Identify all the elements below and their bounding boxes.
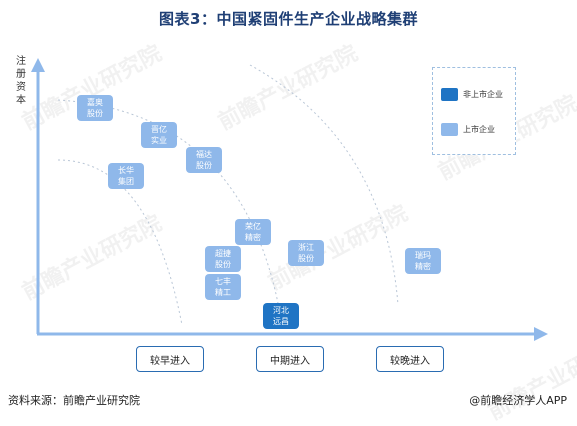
firm-node: 河北远昌 (263, 303, 299, 329)
source-note: 资料来源：前瞻产业研究院 (8, 394, 140, 407)
firm-node: 长华集团 (108, 163, 144, 189)
stage-early: 较早进入 (136, 346, 204, 372)
boundary-arc-late (249, 64, 399, 306)
firm-node: 晋亿实业 (141, 122, 177, 148)
firm-node: 嘉奥股份 (77, 95, 113, 121)
firm-node: 超捷股份 (205, 246, 241, 272)
y-axis-arrow (31, 58, 45, 72)
legend-item-listed: 上市企业 (441, 123, 495, 136)
brand-label: @前瞻经济学人APP (469, 394, 567, 407)
legend-swatch (441, 88, 458, 101)
firm-node: 荣亿精密 (235, 219, 271, 245)
firm-node: 福达股份 (186, 147, 222, 173)
y-axis-label: 注 册 资 本 (16, 56, 26, 106)
legend-swatch (441, 123, 458, 136)
firm-node: 浙江股份 (288, 240, 324, 266)
stage-late: 较晚进入 (376, 346, 444, 372)
legend-label: 非上市企业 (463, 90, 503, 99)
firm-node: 瑞玛精密 (405, 248, 441, 274)
stage-mid: 中期进入 (256, 346, 324, 372)
boundary-arc-early (57, 159, 183, 326)
figure-title: 图表3：中国紧固件生产企业战略集群 (159, 10, 418, 28)
legend-label: 上市企业 (463, 125, 495, 134)
x-axis-arrow (534, 327, 548, 341)
legend-item-unlisted: 非上市企业 (441, 88, 503, 101)
legend: 非上市企业 上市企业 (432, 67, 516, 155)
firm-node: 七丰精工 (205, 274, 241, 300)
